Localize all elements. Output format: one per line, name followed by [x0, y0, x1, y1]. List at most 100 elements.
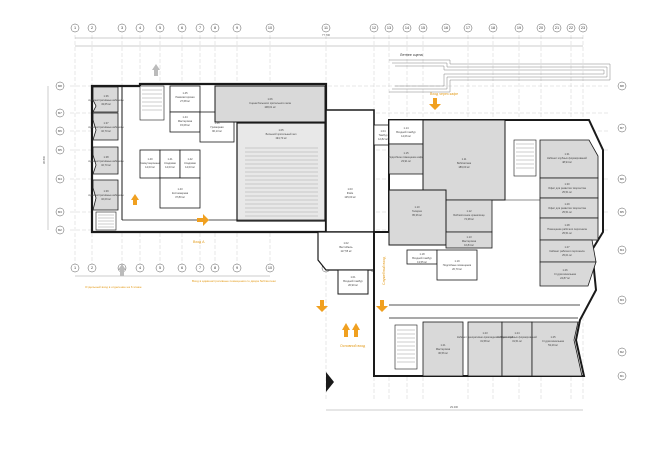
svg-text:1.21: 1.21: [440, 343, 446, 347]
svg-text:Сцена большого зрительного зал: Сцена большого зрительного зала: [249, 101, 291, 105]
arrow-down-icon: [376, 300, 388, 312]
svg-text:8: 8: [214, 266, 216, 270]
axis-marker: Б3: [55, 207, 65, 217]
left-block: [90, 82, 328, 234]
svg-text:13,55 м²: 13,55 м²: [417, 260, 427, 264]
svg-text:Б8: Б8: [620, 84, 624, 88]
svg-text:14,03 м²: 14,03 м²: [165, 165, 175, 169]
stairs-bottom: [394, 324, 418, 370]
svg-text:6: 6: [181, 266, 183, 270]
right-block: [373, 119, 604, 377]
svg-text:Мастерская: Мастерская: [178, 119, 193, 123]
svg-text:Офис для развития творчества: Офис для развития творчества: [548, 186, 586, 190]
svg-text:1.10: 1.10: [414, 205, 420, 209]
svg-text:Б2: Б2: [620, 350, 624, 354]
svg-text:14,06 м²: 14,06 м²: [401, 134, 411, 138]
axis-marker: 2: [87, 23, 97, 33]
svg-text:1.46: 1.46: [214, 121, 220, 125]
axis-marker: Б5: [55, 145, 65, 155]
arrow-right-icon: [197, 214, 209, 226]
svg-text:1.25: 1.25: [550, 335, 556, 339]
svg-text:1.05: 1.05: [278, 128, 284, 132]
room-1.13: [445, 231, 493, 249]
svg-text:Кладовая: Кладовая: [164, 161, 176, 165]
summer-stage: [389, 59, 611, 93]
svg-text:12,82 м²: 12,82 м²: [378, 137, 388, 141]
svg-text:Большой зрительный зал: Большой зрительный зал: [266, 132, 297, 136]
room-1.21: [422, 321, 464, 377]
svg-text:1.37: 1.37: [103, 121, 109, 125]
svg-text:Б2: Б2: [58, 228, 62, 232]
svg-text:Помещение рабочего персонала: Помещение рабочего персонала: [547, 227, 587, 231]
svg-text:1.13: 1.13: [466, 235, 472, 239]
svg-text:1.30: 1.30: [564, 182, 570, 186]
axis-marker: 23: [578, 23, 588, 33]
svg-text:25,51 м²: 25,51 м²: [562, 190, 572, 194]
axis-marker: Б1: [617, 371, 627, 381]
svg-text:95,36 м²: 95,36 м²: [412, 213, 422, 217]
svg-text:6: 6: [181, 26, 183, 30]
svg-text:Административные кабинеты: Административные кабинеты: [88, 193, 124, 197]
axis-marker: Б6: [617, 174, 627, 184]
axis-marker: Б2: [617, 347, 627, 357]
svg-text:1.38: 1.38: [103, 155, 109, 159]
svg-text:1.31: 1.31: [564, 152, 570, 156]
axis-marker: 14: [402, 23, 412, 33]
svg-text:1.06: 1.06: [267, 97, 273, 101]
svg-text:194,73 м²: 194,73 м²: [275, 136, 286, 140]
axis-marker: 5: [155, 263, 165, 273]
axis-marker: 4: [135, 263, 145, 273]
axis-marker: 8: [210, 263, 220, 273]
svg-text:Административные кабинеты: Административные кабинеты: [88, 159, 124, 163]
dimension-bottom: 29 400: [450, 405, 458, 409]
svg-text:Б3: Б3: [58, 210, 62, 214]
seating-rows: [245, 147, 318, 217]
arrow-up-icon: [118, 264, 126, 276]
svg-text:Б3: Б3: [620, 298, 624, 302]
svg-text:21: 21: [555, 26, 559, 30]
center-block: [317, 109, 393, 295]
svg-text:Вестибюль: Вестибюль: [339, 245, 353, 249]
room-1.43: [159, 177, 201, 209]
axis-marker: Б6: [55, 126, 65, 136]
axis-marker: 6: [177, 263, 187, 273]
service-entry-label: Служебный вход: [382, 256, 386, 285]
svg-text:Гримерная: Гримерная: [210, 125, 224, 129]
svg-text:1.28: 1.28: [564, 223, 570, 227]
svg-text:Кладовая: Кладовая: [184, 161, 196, 165]
svg-text:1: 1: [74, 26, 76, 30]
svg-text:18: 18: [491, 26, 495, 30]
axis-marker: 17: [463, 23, 473, 33]
axis-marker: 5: [155, 23, 165, 33]
svg-text:Входной тамбур: Входной тамбур: [343, 279, 363, 283]
axis-markers-left: Б8 Б7 Б6 Б5 Б4 Б3 Б2: [55, 81, 65, 235]
svg-text:Подсобное помещение кафе: Подсобное помещение кафе: [389, 155, 424, 159]
axis-marker: 16: [441, 23, 451, 33]
room-1.25: [531, 321, 583, 377]
svg-text:14,03 м²: 14,03 м²: [185, 165, 195, 169]
svg-text:16,84 м²: 16,84 м²: [464, 243, 474, 247]
svg-text:9: 9: [236, 26, 238, 30]
svg-text:Административные кабинеты: Административные кабинеты: [88, 125, 124, 129]
svg-text:Б6: Б6: [58, 129, 62, 133]
svg-text:5: 5: [159, 266, 161, 270]
svg-text:108,01 м²: 108,01 м²: [264, 105, 275, 109]
svg-text:15,08 м²: 15,08 м²: [180, 123, 190, 127]
svg-text:10: 10: [268, 26, 272, 30]
svg-text:1.27: 1.27: [564, 245, 570, 249]
axis-marker: 13: [384, 23, 394, 33]
svg-text:16: 16: [444, 26, 448, 30]
svg-text:27,68 м²: 27,68 м²: [180, 99, 190, 103]
svg-text:30,56 м²: 30,56 м²: [438, 351, 448, 355]
svg-text:1.18: 1.18: [419, 252, 425, 256]
svg-text:22: 22: [569, 26, 573, 30]
svg-text:Б6: Б6: [620, 177, 624, 181]
room-1.06: [214, 85, 326, 123]
svg-text:Кабинет декоративно-прикладног: Кабинет декоративно-прикладного творчест…: [457, 335, 514, 339]
svg-text:31,58 м²: 31,58 м²: [480, 339, 490, 343]
svg-text:Фойе: Фойе: [347, 191, 354, 195]
svg-text:17: 17: [466, 26, 470, 30]
svg-text:1.41: 1.41: [167, 157, 173, 161]
axis-marker: 2: [87, 263, 97, 273]
